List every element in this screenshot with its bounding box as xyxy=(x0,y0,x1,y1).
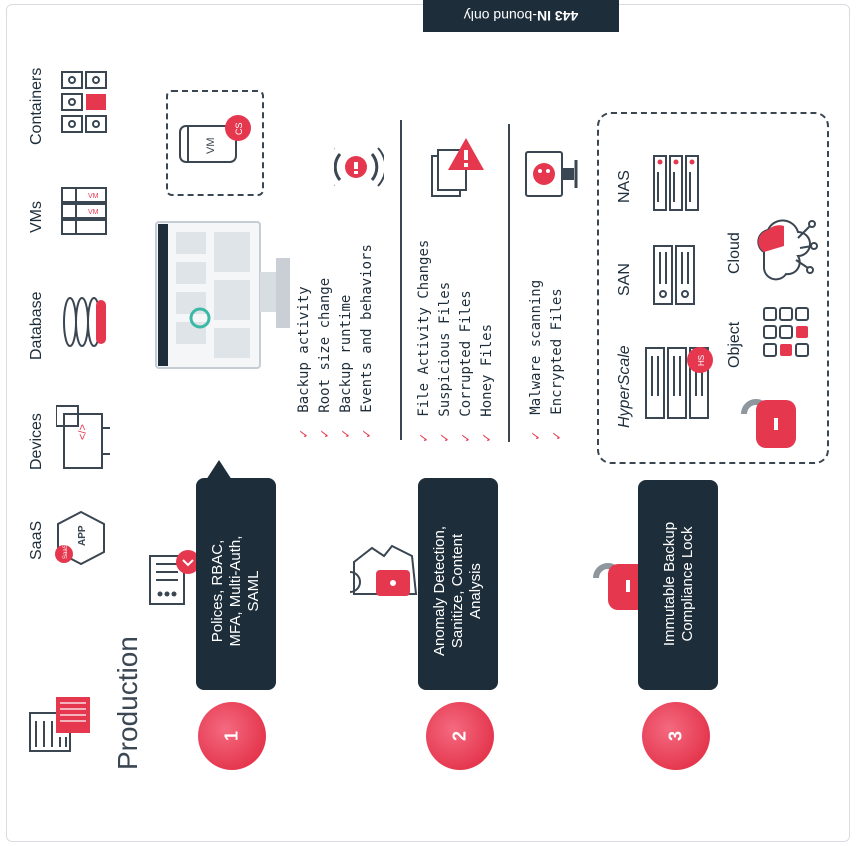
production-label: Production xyxy=(112,636,143,770)
vm-label: VM xyxy=(205,138,217,155)
storage-label-san: SAN xyxy=(616,263,633,296)
inbound-rest-label: -bound only xyxy=(463,8,537,24)
storage-label-object: Object xyxy=(726,321,743,368)
source-label-devices: Devices xyxy=(28,413,45,470)
file-item: ✓ Honey Files xyxy=(479,323,495,442)
malware-monitor-icon xyxy=(525,151,578,197)
app-badge-label: APP xyxy=(77,525,88,546)
section-divider xyxy=(508,124,510,442)
nas-server-icon xyxy=(653,155,699,211)
step1-callout: Polices, RBAC,MFA, Multi-Auth,SAML xyxy=(196,460,276,690)
object-storage-icon xyxy=(763,307,809,357)
storage-label-nas: NAS xyxy=(616,170,633,203)
step2-spy-icon xyxy=(349,544,418,596)
building-icon xyxy=(29,697,90,752)
inbound-banner: 443 IN-bound only xyxy=(423,0,619,32)
monitor-checklist: ✓ Backup activity ✓ Root size change ✓ B… xyxy=(292,220,382,442)
database-icon xyxy=(63,297,106,347)
devices-icon: </> xyxy=(56,405,110,469)
monitor-item: ✓ Backup runtime xyxy=(338,294,354,438)
step1-server-icon xyxy=(149,550,200,605)
vm-cs-icon: VM CS xyxy=(179,115,251,163)
vm-stack-icon: VM VM xyxy=(61,187,107,235)
vm-cs-box xyxy=(166,90,264,196)
saas-app-icon: APP SaaS xyxy=(55,510,105,566)
file-item: ✓ Corrupted Files xyxy=(458,290,474,442)
containers-icon xyxy=(61,71,107,133)
source-label-database: Database xyxy=(28,291,45,361)
storage-lock-icon xyxy=(741,399,796,448)
file-item: ✓ File Activity Changes xyxy=(416,239,432,442)
source-label-vms: VMs xyxy=(28,201,45,233)
storage-label-hyperscale: HyperScale xyxy=(616,345,633,428)
warning-file-icon xyxy=(431,138,484,197)
cloud-network-icon xyxy=(757,219,818,281)
file-checklist: ✓ File Activity Changes ✓ Suspicious Fil… xyxy=(412,220,502,442)
malware-checklist: ✓ Malware scanning ✓ Encrypted Files xyxy=(524,220,574,442)
hs-badge-label: HS xyxy=(697,355,706,366)
monitor-item: ✓ Backup activity xyxy=(296,286,312,438)
saas-badge-label: SaaS xyxy=(63,544,69,559)
step1-callout-text: Polices, RBAC,MFA, Multi-Auth,SAML xyxy=(209,535,262,647)
step2-badge: 2 xyxy=(426,702,494,770)
monitor-item: ✓ Events and behaviors xyxy=(359,244,375,438)
section-divider xyxy=(400,120,402,440)
monitor-item: ✓ Root size change xyxy=(317,277,333,438)
malware-item: ✓ Malware scanning xyxy=(528,279,544,440)
storage-box xyxy=(597,112,829,464)
svg-text:VM: VM xyxy=(88,193,99,200)
svg-text:VM: VM xyxy=(88,209,99,216)
svg-text:</>: </> xyxy=(77,424,89,440)
dashboard-monitor-icon xyxy=(155,221,290,369)
step3-badge: 3 xyxy=(642,702,710,770)
hyperscale-server-icon: HS xyxy=(645,347,713,419)
file-item: ✓ Suspicious Files xyxy=(437,281,453,442)
source-label-saas: SaaS xyxy=(28,520,45,560)
step1-badge: 1 xyxy=(198,702,266,770)
storage-label-cloud: Cloud xyxy=(726,232,743,274)
alert-signal-icon xyxy=(334,147,384,187)
source-label-containers: Containers xyxy=(28,67,45,145)
malware-item: ✓ Encrypted Files xyxy=(549,288,565,440)
inbound-port-label: 443 IN xyxy=(536,8,579,24)
cs-label: CS xyxy=(234,122,244,135)
san-server-icon xyxy=(653,245,695,305)
